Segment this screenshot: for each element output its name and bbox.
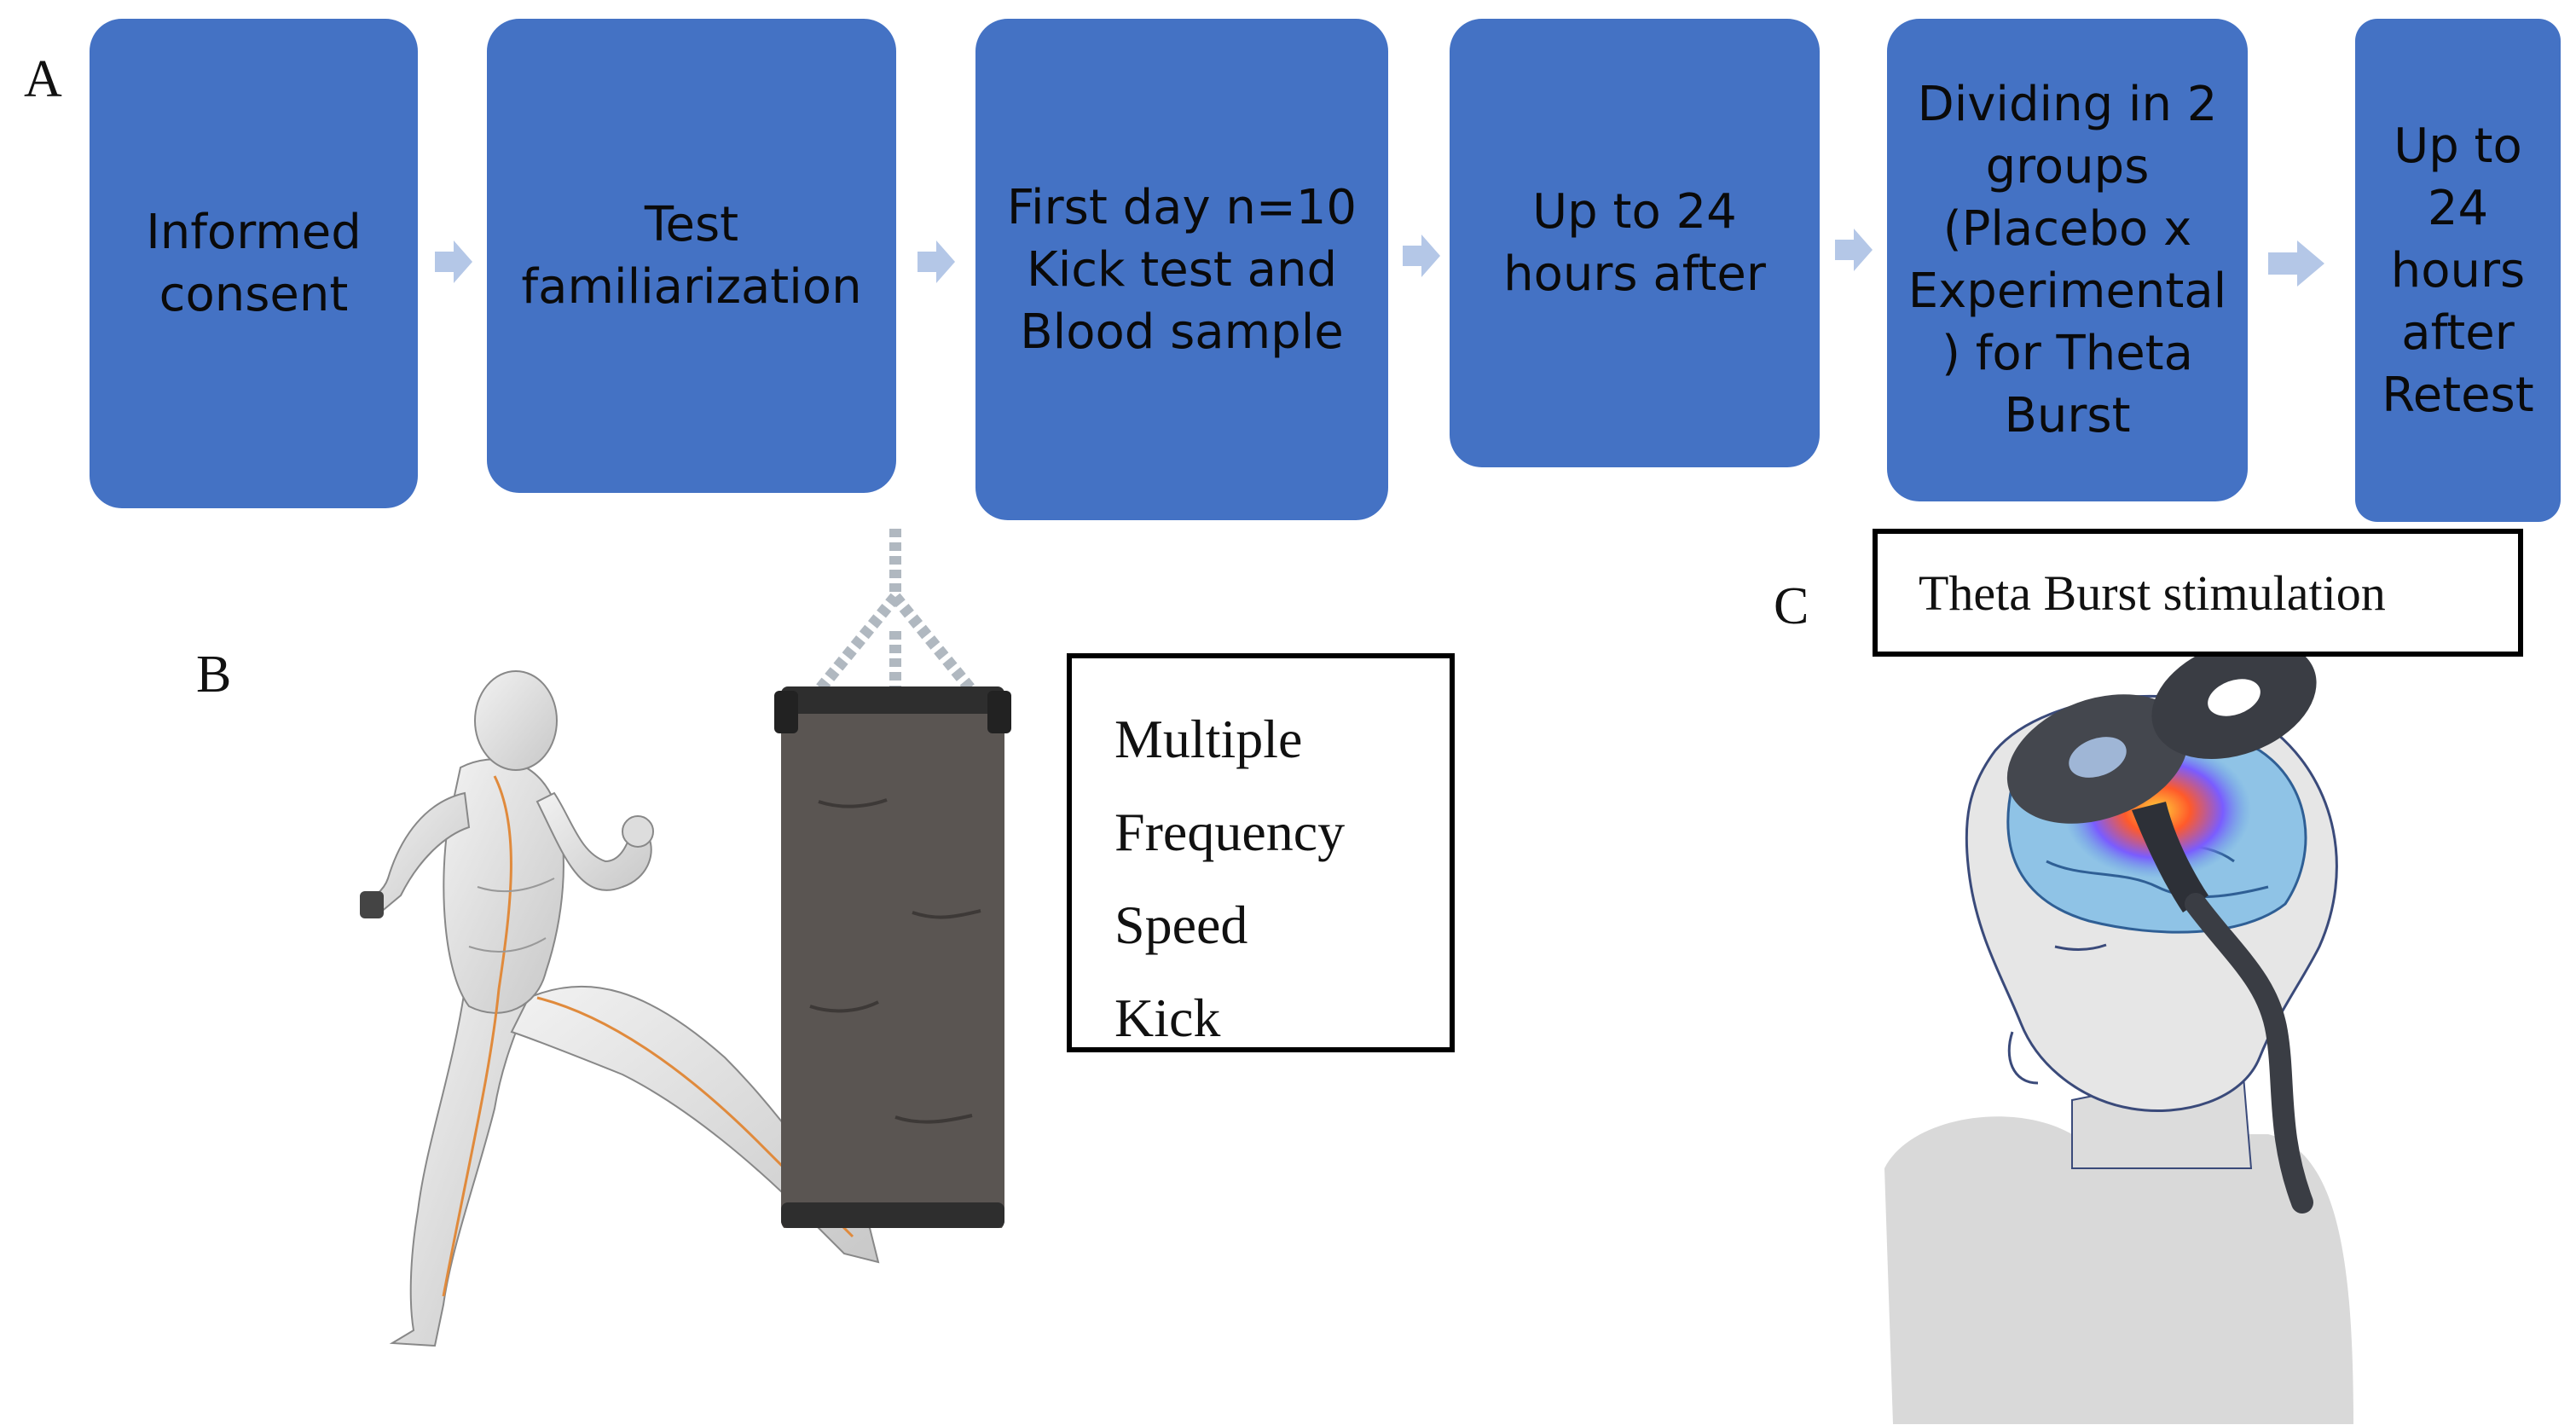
- step-dividing-groups: Dividing in 2 groups (Placebo x Experime…: [1887, 19, 2248, 501]
- step-first-day: First day n=10 Kick test and Blood sampl…: [975, 19, 1388, 520]
- step-label: Up to 24 hours after: [1503, 184, 1766, 302]
- measure-multiple: Multiple: [1114, 709, 1303, 769]
- arrow-right-icon: [435, 240, 472, 283]
- theta-burst-title: Theta Burst stimulation: [1919, 565, 2386, 621]
- step-label: Test familiarization: [521, 197, 862, 315]
- arrow-right-icon: [1835, 229, 1873, 271]
- panel-a-label: A: [24, 50, 62, 108]
- panel-c-label: C: [1774, 577, 1809, 635]
- arrow-right-icon: [918, 240, 955, 283]
- measure-kick: Kick: [1114, 988, 1221, 1048]
- step-label: Dividing in 2 groups (Placebo x Experime…: [1907, 77, 2227, 443]
- measure-speed: Speed: [1114, 895, 1248, 955]
- arrow-right-icon: [2268, 240, 2324, 287]
- step-up-to-24-hours: Up to 24 hours after: [1450, 19, 1820, 467]
- step-informed-consent: Informed consent: [90, 19, 418, 508]
- arrow-right-icon: [1403, 235, 1440, 277]
- kick-test-measures-box: Multiple Frequency Speed Kick: [1067, 653, 1455, 1052]
- measure-frequency: Frequency: [1114, 802, 1346, 862]
- step-label: Up to 24 hours after Retest: [2382, 118, 2534, 423]
- punching-bag-illustration: [774, 529, 1011, 1228]
- panel-b-label: B: [196, 646, 232, 704]
- head-tms-coil-illustration: [1884, 657, 2353, 1424]
- theta-burst-title-box: Theta Burst stimulation: [1873, 529, 2523, 657]
- step-label: Informed consent: [146, 205, 362, 322]
- step-retest: Up to 24 hours after Retest: [2355, 19, 2561, 522]
- step-label: First day n=10 Kick test and Blood sampl…: [1006, 179, 1357, 360]
- step-test-familiarization: Test familiarization: [487, 19, 896, 493]
